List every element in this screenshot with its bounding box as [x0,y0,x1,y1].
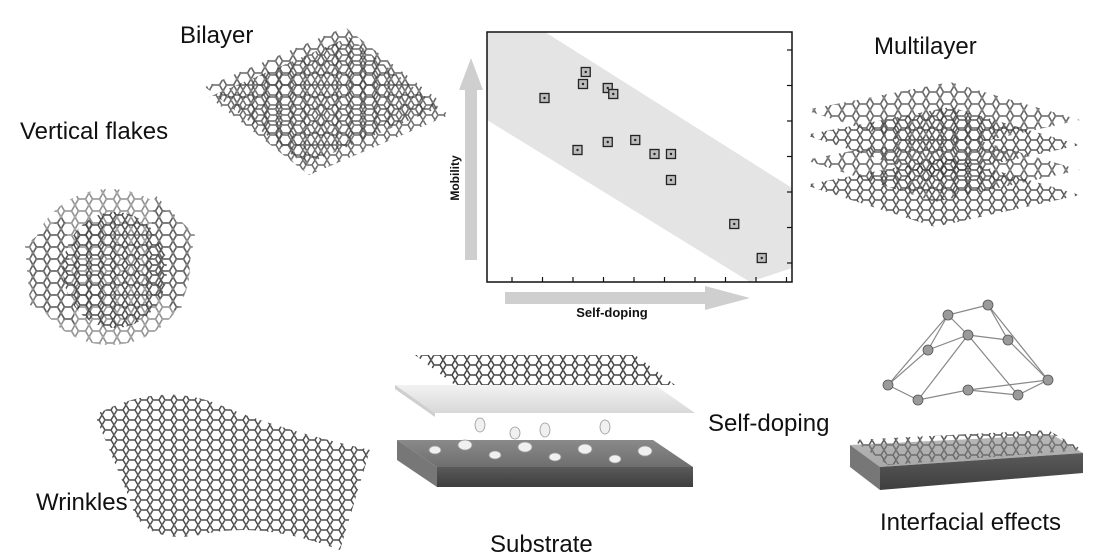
data-points [539,66,767,264]
bilayer-illustration [205,27,449,175]
wrinkles-illustration [95,394,370,550]
data-point [649,148,660,160]
data-point [665,174,677,186]
interfacial-effects-illustration [850,299,1083,490]
y-axis-label: Mobility [450,155,462,201]
data-point [577,78,589,90]
mobility-arrow [459,58,483,260]
data-point [630,134,641,146]
multilayer-label: Multilayer [874,33,977,60]
self-doping-label: Self-doping [708,410,830,437]
data-point [608,88,619,100]
data-point [756,252,767,264]
data-point [602,82,613,94]
data-point [729,218,740,230]
data-point [580,66,591,78]
data-point [539,92,550,104]
self-doping-arrow [505,286,750,310]
multilayer-illustration [805,82,1080,227]
wrinkles-label: Wrinkles [36,489,128,516]
vertical-flakes-label: Vertical flakes [20,118,169,145]
data-point [572,144,583,156]
substrate-illustration [395,355,695,487]
x-axis-label: Self-doping [576,305,648,320]
data-point [602,136,613,148]
vertical-flakes-illustration [25,189,195,345]
interfacial-effects-label: Interfacial effects [880,509,1061,536]
bilayer-label: Bilayer [180,22,254,49]
mobility-vs-self-doping-chart: Mobility Self-doping [450,31,793,320]
data-point [665,148,677,160]
axis-ticks [511,49,792,282]
trend-band [487,32,792,282]
substrate-label: Substrate [490,531,593,558]
